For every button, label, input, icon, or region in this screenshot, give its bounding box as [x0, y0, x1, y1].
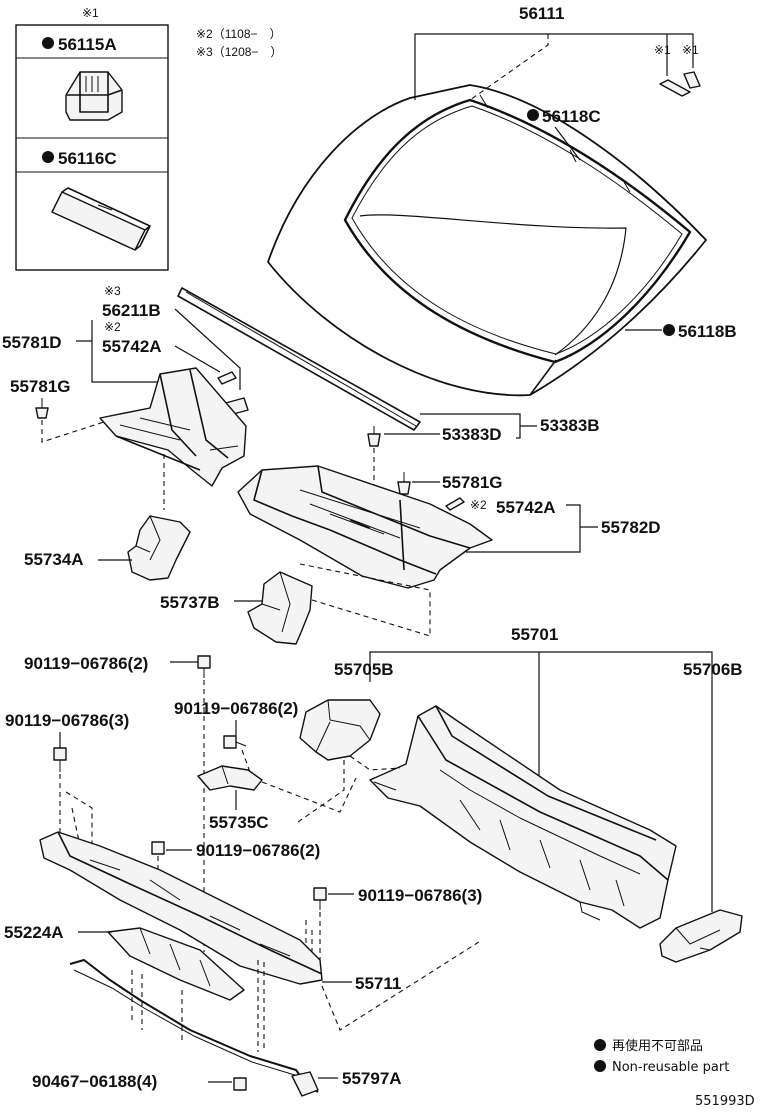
clip-55781G-left	[35, 398, 49, 419]
label-55782D: 55782D	[601, 518, 661, 537]
clip-53383D	[367, 426, 381, 447]
non-reusable-dot	[527, 109, 539, 121]
label-56211B: 56211B	[102, 301, 161, 320]
dash-55711	[321, 939, 483, 1031]
dash-bolt-3	[59, 774, 93, 847]
dash-55781G-left	[41, 419, 111, 443]
mark-x1b: ※1	[682, 43, 699, 57]
dash-bolt-2	[241, 749, 251, 773]
label-55742A-right: 55742A	[496, 498, 556, 517]
dash-55735C	[261, 777, 357, 813]
label-bolt-3: 90119−06786(3)	[5, 711, 129, 730]
bolt-4	[151, 841, 165, 855]
label-55781G-left: 55781G	[10, 377, 71, 396]
diagram-id: 551993D	[695, 1094, 755, 1109]
leader-55742A-left	[174, 345, 221, 373]
bracket-55706B	[659, 909, 743, 963]
clip-56115A-drawing	[65, 71, 123, 121]
mark-x1a: ※1	[654, 43, 671, 57]
inset-mark: ※1	[82, 6, 99, 20]
leader-56211B	[174, 308, 241, 390]
clip-55781G-mid	[397, 472, 411, 495]
spacer-56116C-drawing	[51, 187, 151, 251]
label-55706B: 55706B	[683, 660, 743, 679]
label-bolt-2: 90119−06786(2)	[174, 699, 298, 718]
bracket-55735C	[197, 765, 263, 791]
label-55797A: 55797A	[342, 1069, 402, 1088]
label-53383B: 53383B	[540, 416, 600, 435]
note-2: ※2（1108− ）	[196, 27, 282, 41]
windshield-glass	[267, 84, 707, 397]
label-bolt-4: 90119−06786(2)	[196, 841, 320, 860]
inset-part-56115A: 56115A	[58, 35, 117, 54]
inset-box: 56115A 56116C	[15, 24, 169, 271]
clip-90467	[233, 1077, 247, 1091]
mark-x2b: ※2	[470, 498, 487, 512]
label-55735C: 55735C	[209, 813, 269, 832]
label-bolt-5: 90119−06786(3)	[358, 886, 482, 905]
label-56111: 56111	[519, 4, 564, 23]
mark-x2a: ※2	[104, 320, 121, 334]
cowl-side-panel-left	[99, 367, 247, 487]
legend-non-reusable-ja: 再使用不可部品	[612, 1038, 703, 1054]
label-55701: 55701	[511, 625, 558, 644]
bolt-2	[223, 735, 247, 749]
leader-56118C	[554, 126, 581, 161]
note-3: ※3（1208− ）	[196, 45, 282, 59]
label-bolt-1: 90119−06786(2)	[24, 654, 148, 673]
label-55781D: 55781D	[2, 333, 62, 352]
leader-55701	[369, 651, 713, 912]
leader-53383B	[420, 413, 537, 439]
dash-panel-main	[369, 705, 677, 929]
label-55224A: 55224A	[4, 923, 64, 942]
dash-55737B	[299, 563, 431, 637]
bracket-55737B	[247, 571, 313, 645]
bolt-1	[197, 655, 211, 678]
label-53383D: 53383D	[442, 425, 502, 444]
label-55737B: 55737B	[160, 593, 220, 612]
dash-56111	[469, 34, 549, 101]
label-56118C: 56118C	[542, 107, 601, 126]
windshield-clips	[659, 71, 701, 97]
leader-55781D	[76, 340, 164, 383]
harness-55797A	[69, 959, 319, 1097]
legend: 再使用不可部品 Non-reusable part	[594, 1038, 729, 1075]
lower-cowl-panel	[39, 831, 323, 985]
cowl-top-panel	[237, 465, 493, 589]
dash-55705B	[297, 755, 401, 823]
label-55742A-left: 55742A	[102, 337, 162, 356]
leader-55782D	[466, 504, 598, 553]
non-reusable-dot	[42, 37, 54, 49]
bracket-55705B	[299, 699, 381, 761]
legend-dot-2	[594, 1060, 606, 1072]
dash-harness	[131, 960, 265, 1052]
label-56118B: 56118B	[678, 322, 737, 341]
inset-part-56116C: 56116C	[58, 149, 117, 168]
legend-non-reusable-en: Non-reusable part	[612, 1060, 729, 1075]
bolt-3	[53, 747, 67, 772]
label-55781G-mid: 55781G	[442, 473, 503, 492]
bracket-55734A	[127, 515, 191, 581]
non-reusable-dot	[42, 151, 54, 163]
leader-56111	[414, 33, 694, 100]
non-reusable-dot	[663, 324, 675, 336]
legend-dot-1	[594, 1039, 606, 1051]
bolt-5	[313, 887, 327, 910]
seal-55224A	[107, 927, 245, 1001]
label-55711: 55711	[355, 974, 401, 993]
label-55734A: 55734A	[24, 550, 84, 569]
filler-pad-left	[217, 371, 237, 385]
cowl-weatherstrip	[177, 287, 421, 431]
filler-pad-right	[445, 497, 465, 511]
mark-x3: ※3	[104, 284, 121, 298]
label-clip-1: 90467−06188(4)	[32, 1072, 157, 1091]
label-55705B: 55705B	[334, 660, 394, 679]
